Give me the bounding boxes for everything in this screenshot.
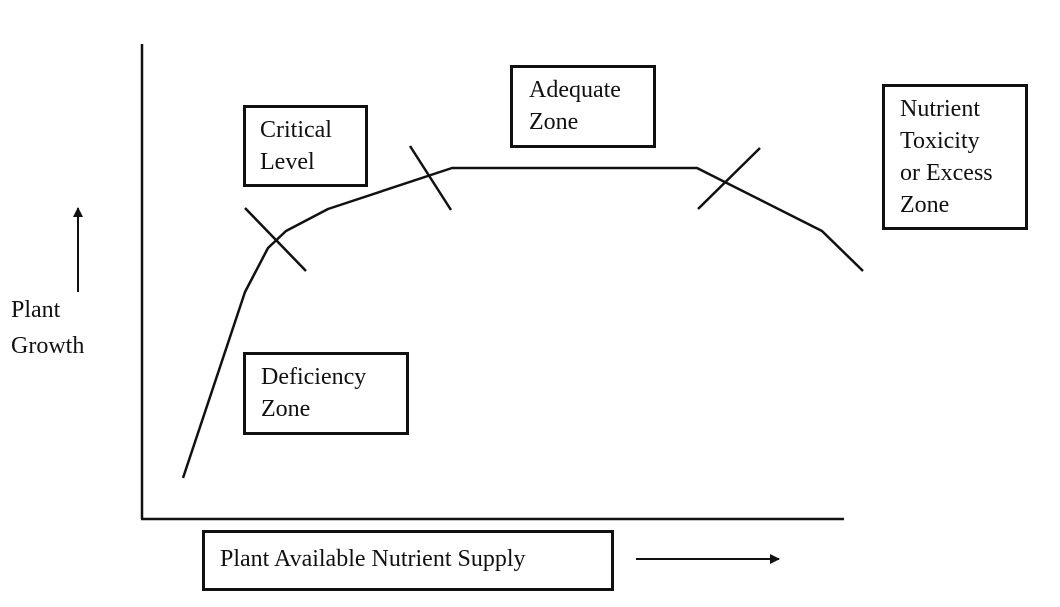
toxicity-zone-label: Nutrient Toxicity or Excess Zone	[882, 84, 1028, 230]
x-axis-label: Plant Available Nutrient Supply	[202, 530, 614, 591]
deficiency-zone-line-1: Deficiency	[261, 364, 367, 390]
x-axis-label-text: Plant Available Nutrient Supply	[220, 546, 526, 572]
deficiency-zone-line-2: Zone	[261, 396, 311, 422]
y-axis-label: Plant Growth	[11, 292, 84, 364]
adequate-zone-line-1: Adequate	[529, 77, 621, 103]
deficiency-zone-label: Deficiency Zone	[243, 352, 409, 435]
toxicity-zone-line-4: Zone	[900, 192, 950, 218]
adequate-start-tick	[408, 145, 453, 211]
critical-level-line-2: Level	[260, 149, 315, 175]
toxicity-zone-line-1: Nutrient	[900, 96, 980, 122]
critical-level-tick	[244, 207, 307, 272]
adequate-zone-line-2: Zone	[529, 109, 579, 135]
critical-level-line-1: Critical	[260, 117, 332, 143]
adequate-zone-label: Adequate Zone	[510, 65, 656, 148]
toxicity-zone-line-2: Toxicity	[900, 128, 980, 154]
toxicity-zone-line-3: or Excess	[900, 160, 993, 186]
growth-curve	[181, 166, 864, 479]
critical-level-label: Critical Level	[243, 105, 368, 187]
y-axis-label-line-2: Growth	[11, 333, 85, 359]
toxicity-start-tick	[697, 147, 761, 210]
y-axis-label-line-1: Plant	[11, 297, 61, 323]
